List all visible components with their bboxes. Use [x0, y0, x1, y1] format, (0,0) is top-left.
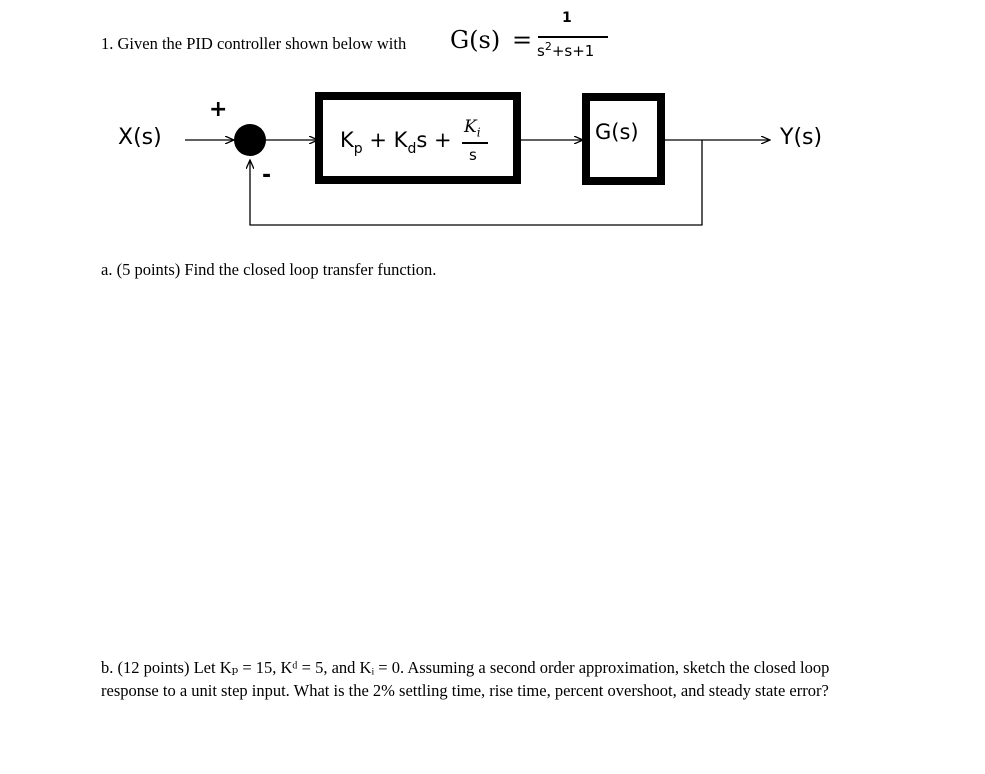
problem-statement: 1. Given the PID controller shown below …	[101, 34, 407, 53]
equals-sign: =	[512, 26, 533, 54]
input-label: X(s)	[118, 125, 162, 150]
pid-block	[315, 92, 521, 184]
pid-integral-denominator: s	[469, 146, 477, 164]
fraction-bar	[538, 36, 608, 38]
plant-numerator: 1	[562, 10, 572, 26]
plant-function-lhs: G(s)	[450, 26, 501, 54]
plus-sign: +	[209, 97, 228, 122]
pid-expression: Kp + Kds +	[340, 128, 452, 157]
minus-sign: -	[262, 163, 272, 188]
part-a: a. (5 points) Find the closed loop trans…	[101, 260, 437, 279]
plant-label: G(s)	[595, 120, 639, 144]
part-b: b. (12 points) Let Kₚ = 15, Kᵈ = 5, and …	[101, 658, 830, 700]
feedback-path	[250, 140, 703, 226]
summing-junction	[234, 124, 266, 156]
plant-denominator: s2+s+1	[537, 40, 595, 60]
pid-integral-numerator: Ki	[464, 117, 481, 140]
pid-fraction-bar	[462, 142, 488, 144]
output-label: Y(s)	[780, 125, 823, 150]
plant-block	[582, 93, 665, 185]
